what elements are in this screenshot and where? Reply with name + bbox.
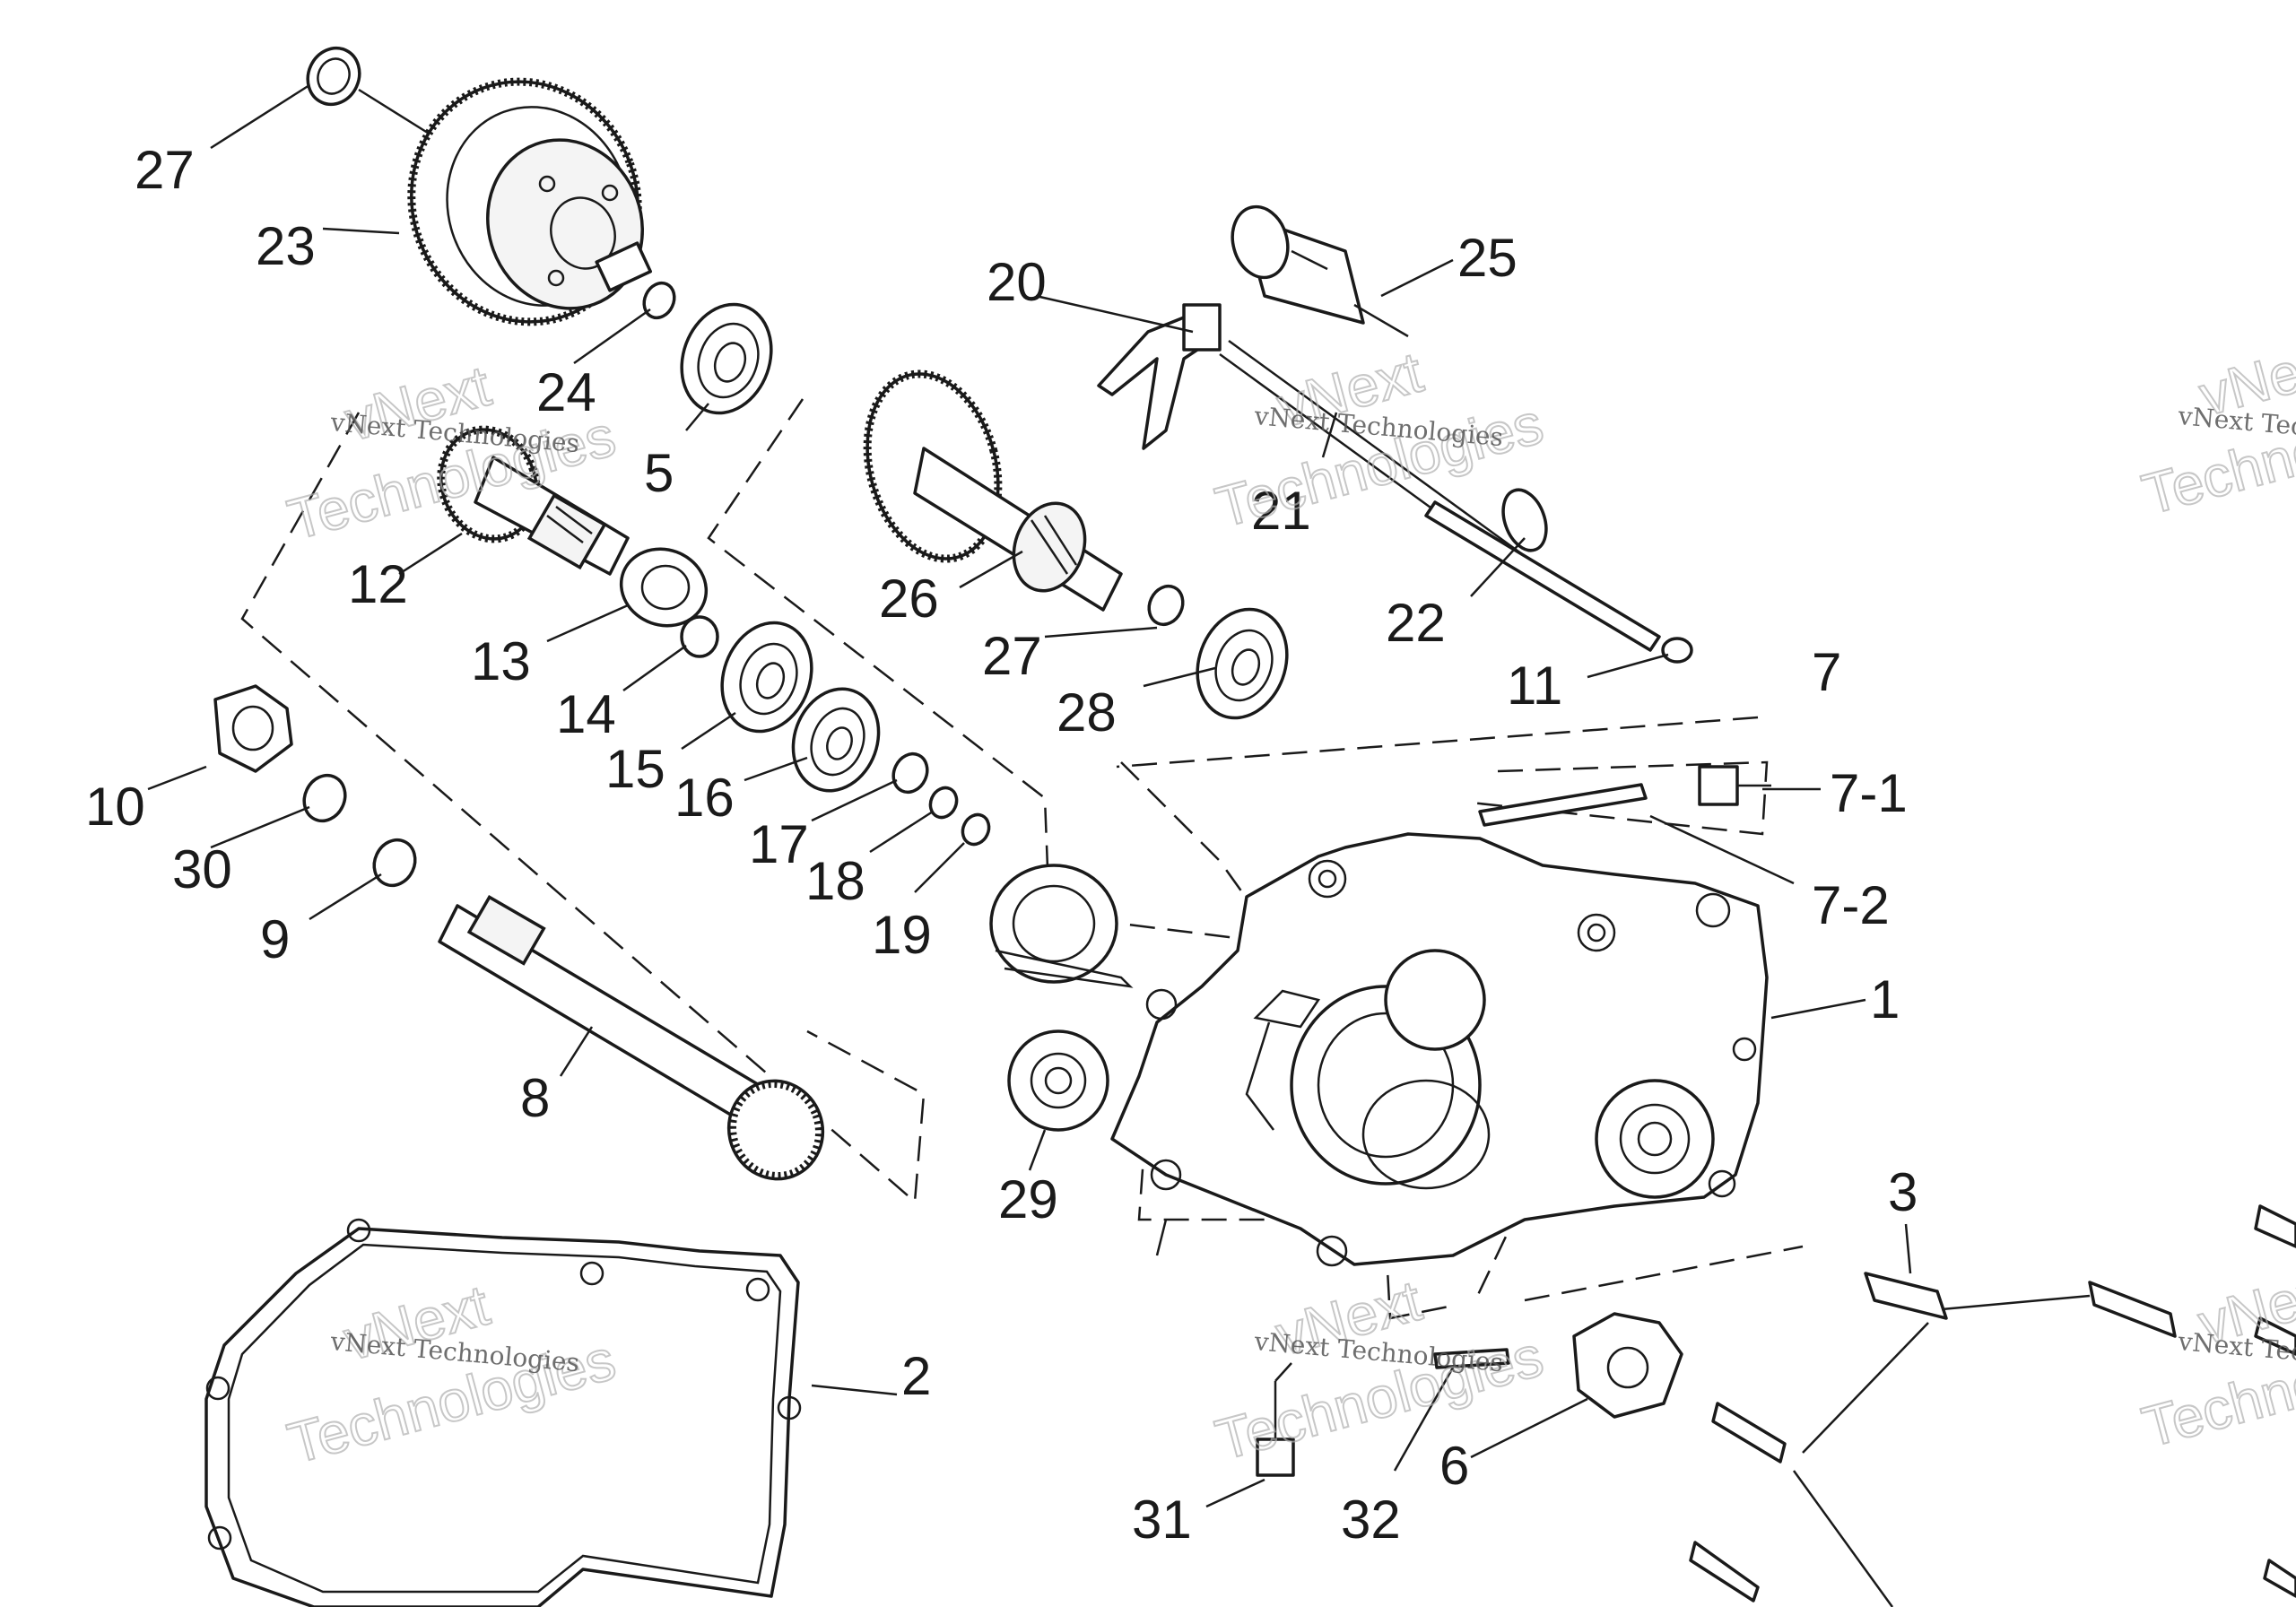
- label-23: 23: [256, 216, 316, 276]
- part-7-1-bolt: [1698, 765, 1771, 806]
- part-22-shift-shaft: [1424, 488, 1661, 652]
- label-3: 3: [1888, 1162, 1918, 1222]
- label-14: 14: [556, 684, 616, 744]
- part-5-bearing: [680, 302, 773, 415]
- label-30: 30: [172, 839, 232, 899]
- label-2: 2: [901, 1346, 931, 1406]
- label-15: 15: [605, 739, 665, 799]
- label-13: 13: [471, 631, 531, 691]
- part-1-crankcase: [1110, 832, 1769, 1267]
- part-27-washer-top: [306, 46, 361, 107]
- label-7-2: 7-2: [1812, 875, 1890, 935]
- label-25: 25: [1457, 228, 1518, 288]
- label-28: 28: [1057, 682, 1117, 743]
- label-5: 5: [644, 443, 674, 503]
- leader-lines: [147, 83, 1912, 1508]
- part-19-circlip: [961, 812, 991, 847]
- part-28-bearing: [1196, 607, 1289, 720]
- label-17: 17: [749, 814, 809, 874]
- label-18: 18: [805, 851, 865, 911]
- label-12: 12: [348, 554, 408, 614]
- label-7-1: 7-1: [1830, 763, 1908, 823]
- part-11-pin: [1661, 637, 1693, 664]
- part-17-circlip: [891, 751, 929, 795]
- part-10-nut: [213, 684, 293, 773]
- label-32: 32: [1341, 1490, 1401, 1550]
- label-16: 16: [674, 768, 735, 828]
- label-27-mid: 27: [982, 626, 1042, 686]
- part-14-washer: [680, 615, 719, 658]
- part-labels: 27 23 24 5 12 13 14 15 16 17 18 19 20 25…: [85, 140, 1918, 1550]
- label-6: 6: [1439, 1436, 1469, 1496]
- part-32-dowel: [1433, 1348, 1510, 1369]
- part-30-washer: [302, 773, 347, 823]
- label-22: 22: [1386, 593, 1446, 653]
- part-13-bearing: [619, 547, 709, 628]
- label-11: 11: [1507, 656, 1562, 716]
- label-9: 9: [260, 909, 290, 969]
- part-16-bearing: [791, 687, 881, 793]
- label-19: 19: [872, 905, 932, 965]
- label-7: 7: [1812, 642, 1841, 702]
- part-3-bolts: [1689, 1204, 2296, 1607]
- label-26: 26: [879, 569, 939, 629]
- label-29: 29: [998, 1169, 1058, 1229]
- bearing-housing: [989, 864, 1134, 988]
- part-26-gear-shaft: [863, 369, 1123, 612]
- part-20-shift-fork: [1097, 303, 1222, 450]
- label-31: 31: [1132, 1490, 1192, 1550]
- part-31-drain-bolt: [1256, 1362, 1295, 1477]
- part-29-seal: [1007, 1029, 1109, 1132]
- part-9-oil-seal: [372, 838, 417, 888]
- label-27-top: 27: [135, 140, 195, 200]
- label-24: 24: [536, 362, 596, 422]
- part-2-gasket: [204, 1218, 802, 1607]
- label-21: 21: [1251, 481, 1311, 541]
- part-8-output-shaft: [438, 895, 825, 1181]
- label-8: 8: [520, 1068, 550, 1128]
- label-10: 10: [85, 777, 145, 837]
- label-20: 20: [987, 252, 1047, 312]
- part-24-circlip: [642, 281, 676, 320]
- part-12-countershaft: [437, 425, 630, 576]
- part-25-shift-drum: [1231, 204, 1409, 338]
- part-6-plug: [1572, 1312, 1683, 1419]
- part-7-shift-lever: [1478, 783, 1648, 827]
- part-23-clutch-gear: [358, 77, 653, 326]
- part-27-circlip-mid: [1147, 584, 1185, 627]
- label-1: 1: [1870, 969, 1900, 1029]
- part-15-bearing: [720, 621, 813, 734]
- part-18-circlip: [928, 786, 959, 820]
